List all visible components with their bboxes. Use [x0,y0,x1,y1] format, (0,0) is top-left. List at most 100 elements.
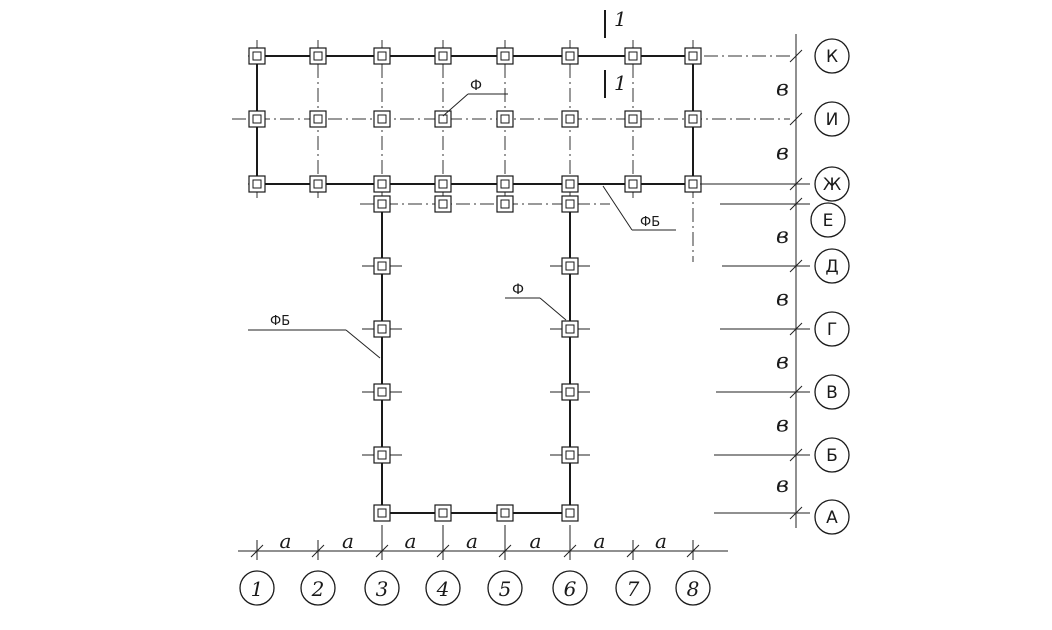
row-axis-bubble: А [814,499,850,535]
svg-text:Г: Г [827,320,837,340]
dimension-tick [436,544,450,558]
foundation-beam-label-right: ФБ [640,215,660,230]
dimension-tick [789,49,803,63]
column-foundation [373,47,391,65]
row-spacing-label: в [776,350,789,375]
column-spacing-label: а [342,529,354,553]
row-axis-bubble: К [814,38,850,74]
column-foundation [684,47,702,65]
column-foundation [373,446,391,464]
row-spacing-label: в [776,287,789,312]
dimension-tick [789,448,803,462]
column-foundation [248,175,266,193]
column-axis-bubble: 3 [364,570,400,606]
svg-text:6: 6 [564,577,577,601]
svg-text:Е: Е [823,211,834,231]
column-foundation [624,175,642,193]
dimension-tick [789,197,803,211]
foundation-label-lower: Ф [512,282,524,298]
row-axis-bubble: Д [814,248,850,284]
svg-text:А: А [826,508,838,528]
column-foundation [561,446,579,464]
column-axis-bubble: 7 [615,570,651,606]
row-axis-bubble: Г [814,311,850,347]
row-spacing-label: в [776,413,789,438]
column-foundation [684,110,702,128]
column-foundation [373,320,391,338]
row-spacing-label: в [776,141,789,166]
dimension-tick [789,322,803,336]
column-spacing-label: а [655,529,667,553]
section-mark-bottom: 1 [614,71,627,95]
section-mark-top: 1 [614,7,627,31]
column-axis-bubble: 8 [675,570,711,606]
row-axis-bubble: Ж [814,166,850,202]
column-foundation [624,110,642,128]
svg-text:3: 3 [376,577,389,601]
annotations: 1 1 Ф ФБ ФБ Ф [248,7,676,359]
foundation-label-top: Ф [470,78,482,94]
dimension-tick [789,259,803,273]
dimension-tick [375,544,389,558]
svg-text:В: В [826,383,838,403]
dimension-tick [498,544,512,558]
svg-text:И: И [826,110,839,130]
dimension-tick [789,112,803,126]
column-foundation [373,504,391,522]
column-foundation [309,47,327,65]
column-axis-bubble: 2 [300,570,336,606]
column-foundation [561,47,579,65]
column-foundation [561,110,579,128]
column-foundation [434,47,452,65]
column-foundations [248,47,702,522]
column-foundation [496,110,514,128]
row-spacing-label: в [776,77,789,102]
dimension-tick [789,177,803,191]
dimension-tick [686,544,700,558]
dimension-tick [789,506,803,520]
column-foundation [373,110,391,128]
svg-text:4: 4 [436,577,450,601]
column-foundation [434,175,452,193]
svg-text:7: 7 [627,577,640,601]
row-axis-bubble: Е [810,202,846,238]
column-foundation [561,504,579,522]
column-foundation [496,504,514,522]
column-axis-bubble: 6 [552,570,588,606]
dimension-tick [311,544,325,558]
svg-text:1: 1 [251,577,264,601]
svg-text:8: 8 [687,577,700,601]
dimension-tick [789,385,803,399]
column-foundation [684,175,702,193]
column-foundation [434,504,452,522]
row-axis-bubble: В [814,374,850,410]
column-spacing-label: а [530,529,542,553]
column-foundation [561,257,579,275]
column-foundation [434,195,452,213]
column-spacing-label: а [405,529,417,553]
column-foundation [373,257,391,275]
column-foundation [624,47,642,65]
column-foundation [248,110,266,128]
row-axis-bubble: И [814,101,850,137]
column-foundation [561,320,579,338]
column-axis-bubble: 4 [425,570,461,606]
column-foundation [309,175,327,193]
column-spacing-label: а [466,529,478,553]
column-foundation [248,47,266,65]
dimension-tick [250,544,264,558]
row-axis-bubble: Б [814,437,850,473]
foundation-beam-label-left: ФБ [270,314,290,329]
column-foundation [496,175,514,193]
axis-lines [232,40,790,456]
dimension-tick [626,544,640,558]
column-foundation [373,195,391,213]
svg-text:Д: Д [825,257,838,277]
column-spacing-label: а [280,529,292,553]
column-foundation [561,195,579,213]
column-foundation [496,195,514,213]
column-foundation [496,47,514,65]
